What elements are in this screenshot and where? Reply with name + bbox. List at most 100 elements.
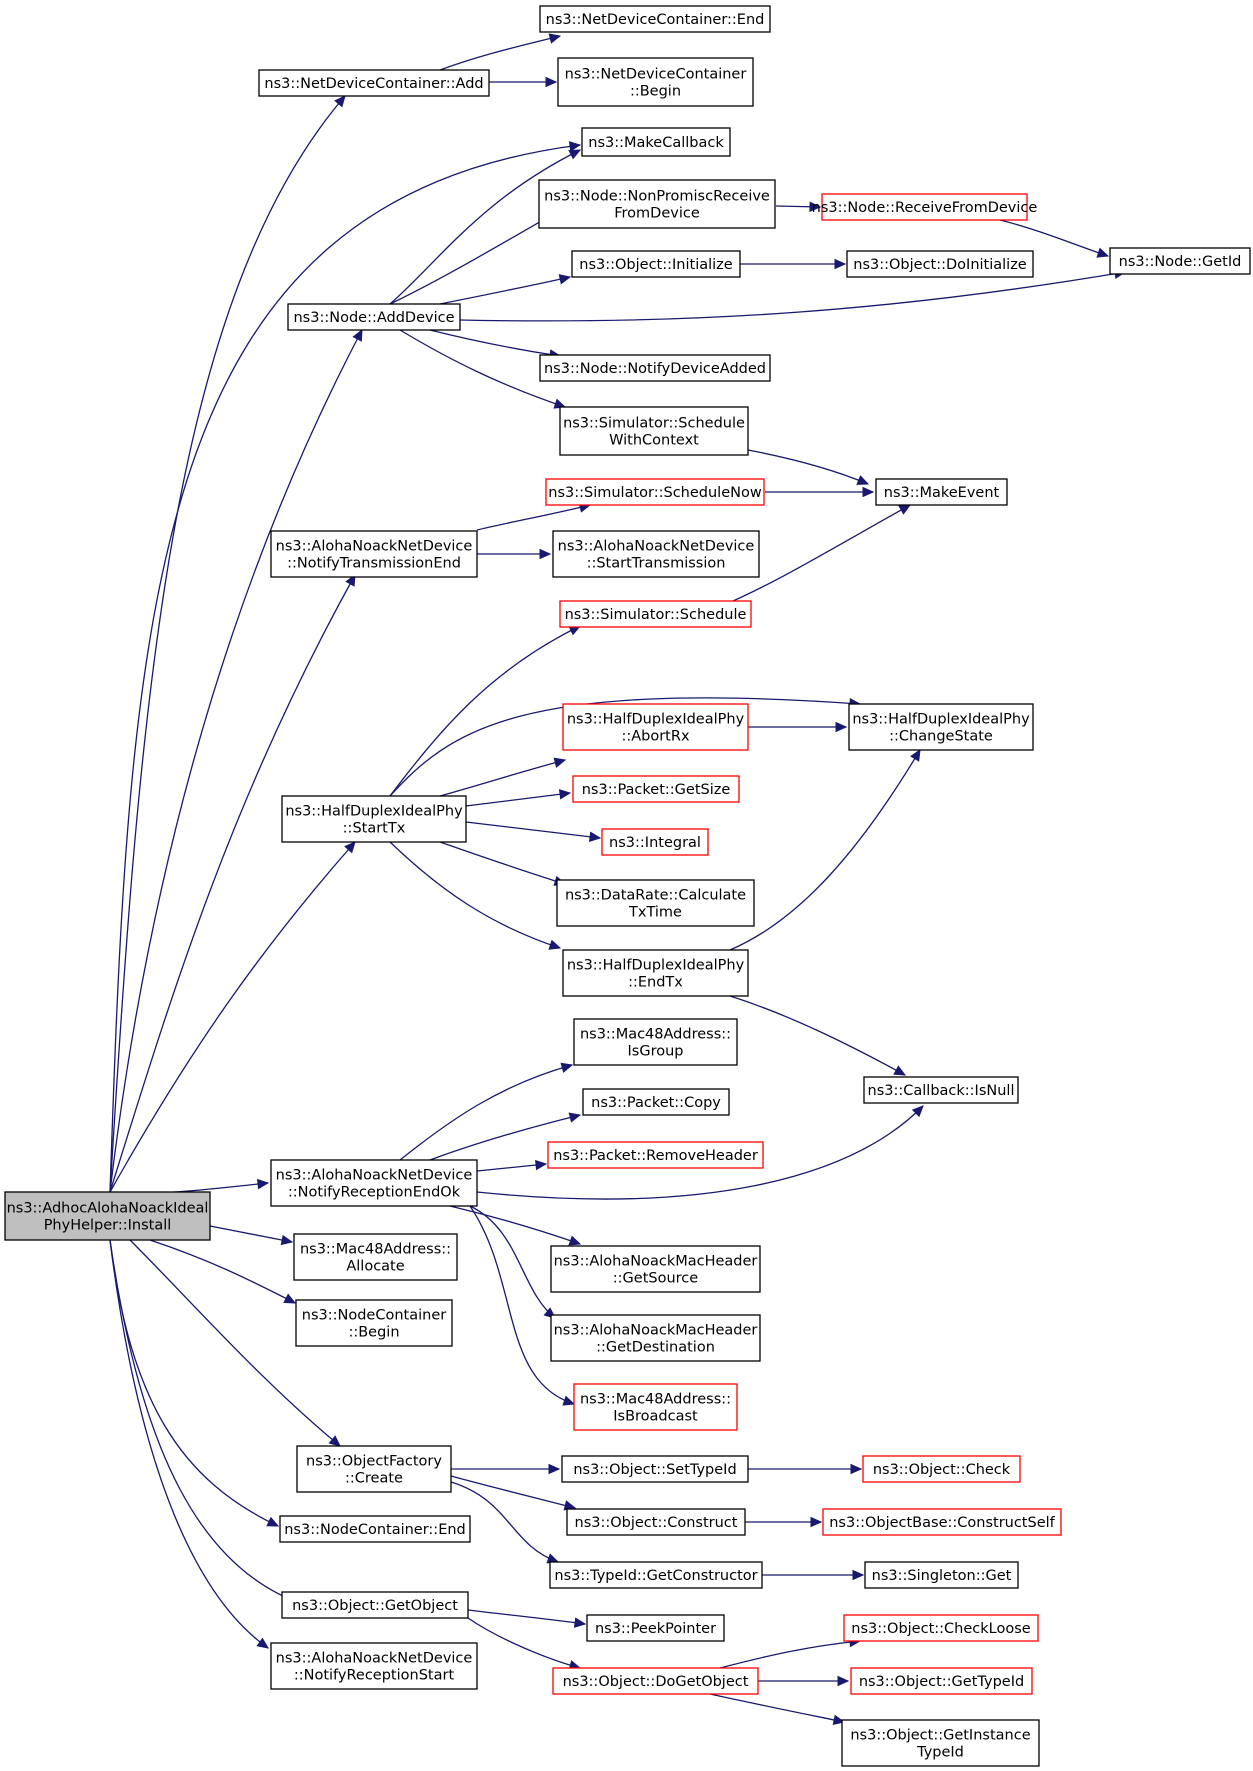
node-cb-isnull[interactable]: ns3::Callback::IsNull [863, 1076, 1019, 1104]
node-root[interactable]: ns3::AdhocAlohaNoackIdealPhyHelper::Inst… [4, 1191, 211, 1241]
node-label: ns3::MakeEvent [884, 485, 1000, 501]
node-box [296, 1445, 452, 1493]
node-obj-settypeid[interactable]: ns3::Object::SetTypeId [561, 1455, 749, 1483]
node-box [582, 1088, 730, 1116]
node-packet-getsize[interactable]: ns3::Packet::GetSize [572, 775, 740, 803]
arrowhead [558, 274, 572, 285]
node-box [552, 530, 760, 578]
node-hdr-getdest[interactable]: ns3::AlohaNoackMacHeader::GetDestination [550, 1314, 761, 1362]
node-label: ns3::HalfDuplexIdealPhy [567, 958, 745, 974]
call-edge [129, 1239, 341, 1447]
node-aloha-rxendok[interactable]: ns3::AlohaNoackNetDevice::NotifyReceptio… [270, 1159, 478, 1207]
node-hd-abortrx[interactable]: ns3::HalfDuplexIdealPhy::AbortRx [562, 703, 749, 751]
call-edge [429, 329, 561, 357]
node-obj-check[interactable]: ns3::Object::Check [862, 1455, 1021, 1483]
node-box [539, 354, 771, 382]
node-box [549, 1561, 763, 1589]
arrowhead [257, 1178, 270, 1190]
node-box [258, 69, 490, 97]
node-box [581, 127, 731, 157]
node-box [279, 1515, 471, 1543]
node-obj-dogetobject[interactable]: ns3::Object::DoGetObject [552, 1667, 759, 1695]
node-box [848, 703, 1034, 751]
arrowhead [588, 831, 602, 842]
node-node-notify[interactable]: ns3::Node::NotifyDeviceAdded [539, 354, 771, 382]
node-box [571, 250, 741, 278]
node-hd-endtx[interactable]: ns3::HalfDuplexIdealPhy::EndTx [562, 949, 749, 997]
node-nc-begin[interactable]: ns3::NodeContainer::Begin [295, 1299, 453, 1347]
arrowhead [548, 33, 562, 44]
node-box [821, 193, 1028, 221]
node-label: ns3::Simulator::Schedule [565, 607, 747, 623]
node-box [1109, 247, 1251, 275]
node-label: ns3::Simulator::Schedule [563, 416, 745, 432]
arrowhead [568, 1235, 582, 1246]
call-edge [439, 759, 566, 797]
node-label: ns3::Singleton::Get [872, 1568, 1012, 1584]
node-ndc-end[interactable]: ns3::NetDeviceContainer::End [539, 5, 771, 33]
call-edge [469, 1205, 556, 1319]
arrowhead [852, 1569, 865, 1581]
node-hdr-getsource[interactable]: ns3::AlohaNoackMacHeader::GetSource [550, 1245, 761, 1293]
arrowhead [558, 789, 572, 800]
call-edge [109, 95, 346, 1193]
node-mac-isgroup[interactable]: ns3::Mac48Address::IsGroup [573, 1018, 738, 1066]
node-makeevent[interactable]: ns3::MakeEvent [875, 478, 1008, 506]
node-typeid-getctor[interactable]: ns3::TypeId::GetConstructor [549, 1561, 763, 1589]
node-label: ns3::NodeContainer::End [284, 1522, 466, 1538]
call-edge [450, 1475, 576, 1509]
node-obj-checkloose[interactable]: ns3::Object::CheckLoose [843, 1614, 1039, 1642]
node-node-adddevice[interactable]: ns3::Node::AddDevice [287, 303, 461, 331]
node-obj-getobject[interactable]: ns3::Object::GetObject [281, 1591, 469, 1619]
node-integral[interactable]: ns3::Integral [601, 828, 709, 856]
node-box [281, 1591, 469, 1619]
arrowhead [568, 1112, 582, 1123]
node-aloha-rxstart[interactable]: ns3::AlohaNoackNetDevice::NotifyReceptio… [270, 1642, 478, 1690]
node-label: ns3::AlohaNoackNetDevice [276, 1651, 473, 1667]
node-label: ::Create [345, 1471, 403, 1487]
node-label: ns3::NodeContainer [302, 1308, 446, 1324]
node-label: ns3::Packet::Copy [591, 1095, 721, 1111]
node-box [843, 1614, 1039, 1642]
node-obj-construct[interactable]: ns3::Object::Construct [566, 1508, 746, 1536]
node-label: Allocate [346, 1259, 404, 1275]
node-label: TypeId [916, 1745, 964, 1761]
call-edge [459, 271, 1126, 322]
node-mac-isbroadcast[interactable]: ns3::Mac48Address::IsBroadcast [573, 1383, 738, 1431]
node-mac-allocate[interactable]: ns3::Mac48Address::Allocate [293, 1233, 458, 1281]
node-sim-now[interactable]: ns3::Simulator::ScheduleNow [545, 478, 765, 506]
node-aloha-starttx[interactable]: ns3::AlohaNoackNetDevice::StartTransmiss… [552, 530, 760, 578]
node-obj-gettypeid[interactable]: ns3::Object::GetTypeId [850, 1667, 1033, 1695]
node-obj-doinitialize[interactable]: ns3::Object::DoInitialize [846, 250, 1034, 278]
node-objfactory-create[interactable]: ns3::ObjectFactory::Create [296, 1445, 452, 1493]
node-singleton-get[interactable]: ns3::Singleton::Get [864, 1561, 1019, 1589]
node-packet-copy[interactable]: ns3::Packet::Copy [582, 1088, 730, 1116]
node-packet-removeheader[interactable]: ns3::Packet::RemoveHeader [547, 1141, 764, 1169]
arrowhead [328, 1435, 341, 1447]
node-label: ns3::TypeId::GetConstructor [554, 1568, 757, 1584]
node-ndc-add[interactable]: ns3::NetDeviceContainer::Add [258, 69, 490, 97]
node-ndc-begin[interactable]: ns3::NetDeviceContainer::Begin [557, 57, 754, 107]
node-makecallback[interactable]: ns3::MakeCallback [581, 127, 731, 157]
arrowhead [837, 1675, 850, 1687]
node-node-getid[interactable]: ns3::Node::GetId [1109, 247, 1251, 275]
node-aloha-notifytxend[interactable]: ns3::AlohaNoackNetDevice::NotifyTransmis… [270, 530, 478, 578]
node-label: ::StartTx [343, 821, 406, 837]
node-box [863, 1076, 1019, 1104]
node-node-receive[interactable]: ns3::Node::ReceiveFromDevice [812, 193, 1038, 221]
node-nc-end[interactable]: ns3::NodeContainer::End [279, 1515, 471, 1543]
node-box [566, 1508, 746, 1536]
node-label: ::NotifyReceptionStart [294, 1668, 455, 1684]
node-objbase-constructself[interactable]: ns3::ObjectBase::ConstructSelf [822, 1508, 1062, 1536]
node-obj-initialize[interactable]: ns3::Object::Initialize [571, 250, 741, 278]
node-sim-schedule[interactable]: ns3::Simulator::Schedule [559, 600, 752, 628]
node-box [550, 1245, 761, 1293]
node-hd-changestate[interactable]: ns3::HalfDuplexIdealPhy::ChangeState [848, 703, 1034, 751]
node-label: IsGroup [628, 1044, 684, 1060]
node-hd-starttx[interactable]: ns3::HalfDuplexIdealPhy::StartTx [281, 795, 467, 843]
node-peekpointer[interactable]: ns3::PeekPointer [586, 1614, 725, 1642]
